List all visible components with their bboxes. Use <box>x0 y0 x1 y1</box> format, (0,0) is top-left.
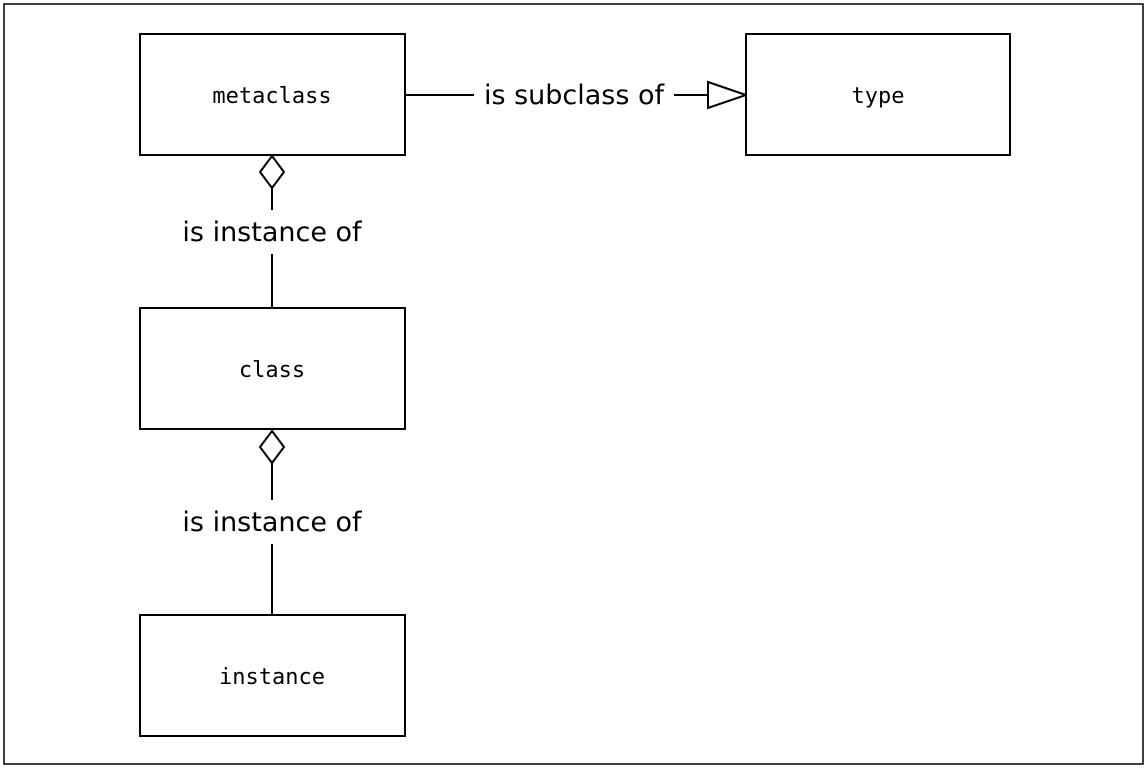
edge-label-is-instance-of: is instance of <box>182 507 363 538</box>
node-label-class: class <box>239 358 305 383</box>
edge-label-is-subclass-of: is subclass of <box>484 80 666 111</box>
node-box <box>745 33 1011 156</box>
node-box <box>139 33 406 156</box>
edge-label-background <box>172 500 372 544</box>
node-box <box>139 307 406 430</box>
edge-instance-instance-of-class: is instance of <box>172 429 372 614</box>
node-class: class <box>139 307 406 430</box>
node-instance: instance <box>139 614 406 737</box>
node-label-metaclass: metaclass <box>212 84 331 109</box>
edge-metaclass-subclass-of-type: is subclass of <box>405 76 750 114</box>
edge-class-instance-of-metaclass: is instance of <box>172 154 372 307</box>
node-label-type: type <box>852 84 905 109</box>
aggregation-diamond-icon <box>258 429 286 465</box>
node-label-instance: instance <box>219 665 325 690</box>
node-metaclass: metaclass <box>139 33 406 156</box>
edge-label-is-instance-of: is instance of <box>182 217 363 248</box>
generalization-arrowhead-icon <box>707 80 750 110</box>
aggregation-diamond-icon <box>258 154 286 190</box>
node-box <box>139 614 406 737</box>
node-type: type <box>745 33 1011 156</box>
edge-label-background <box>172 210 372 254</box>
edge-label-background <box>474 76 674 114</box>
